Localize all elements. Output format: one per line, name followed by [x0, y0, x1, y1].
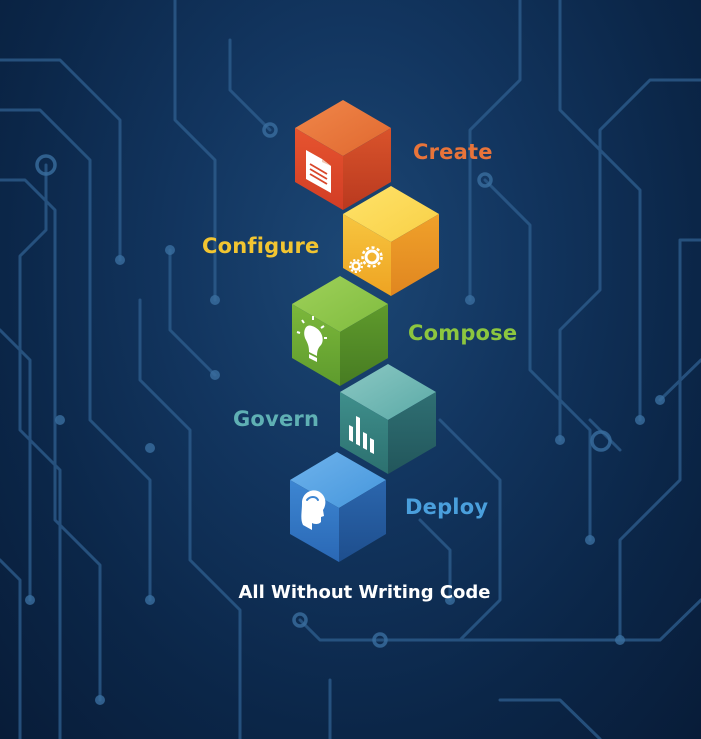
cube-deploy: [290, 452, 386, 562]
step-label-govern: Govern: [233, 407, 320, 431]
tagline: All Without Writing Code: [238, 582, 491, 603]
cube-govern: [340, 364, 436, 474]
bar-chart-icon: [349, 416, 374, 454]
cube-create: [295, 100, 391, 210]
gears-icon: [349, 246, 383, 273]
cube-configure: [343, 186, 439, 296]
cube-compose: [292, 276, 388, 386]
lightbulb-icon: [296, 316, 327, 362]
step-label-compose: Compose: [408, 321, 518, 345]
step-label-deploy: Deploy: [405, 495, 489, 519]
step-label-create: Create: [413, 140, 493, 164]
head-profile-icon: [301, 490, 326, 530]
document-icon: [306, 150, 331, 193]
step-label-configure: Configure: [202, 234, 320, 258]
